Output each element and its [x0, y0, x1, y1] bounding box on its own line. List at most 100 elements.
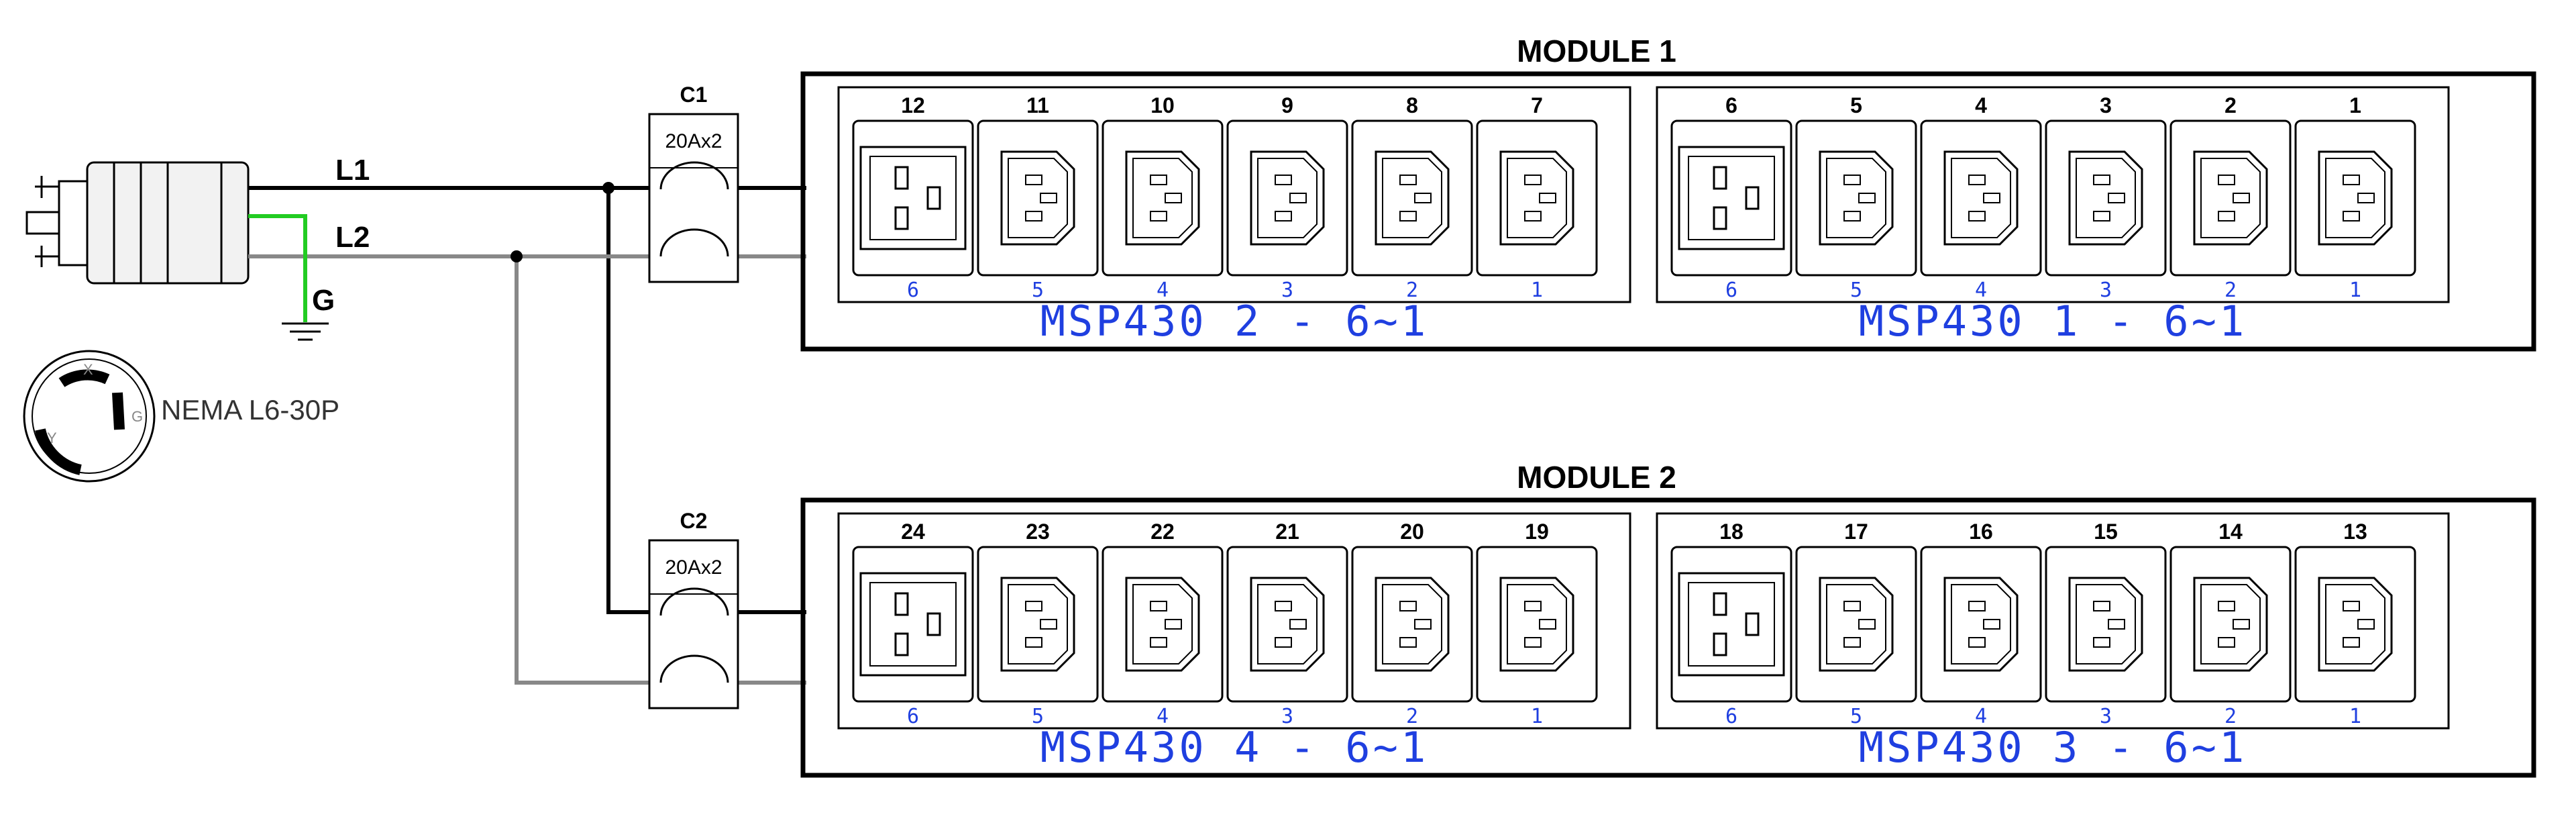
wiring	[248, 182, 806, 685]
outlet-index: 3	[1281, 279, 1293, 302]
circuit-breaker-icon: 20Ax2	[648, 539, 739, 709]
outlet-index: 6	[907, 279, 919, 302]
breaker-rating: 20Ax2	[665, 556, 722, 579]
module-frame	[800, 497, 2536, 778]
outlet-number: 24	[901, 520, 925, 544]
outlet-number: 1	[2349, 93, 2361, 117]
outlet-index: 2	[1406, 705, 1418, 728]
breaker-name: C1	[680, 83, 708, 107]
outlet-number: 21	[1275, 520, 1299, 544]
outlet-number: 20	[1400, 520, 1424, 544]
c13-outlet-icon	[1226, 119, 1348, 277]
outlet-number: 17	[1844, 520, 1868, 544]
c13-outlet-icon	[1476, 119, 1598, 277]
l1-branch-wire	[606, 188, 661, 614]
c13-outlet-icon	[2169, 546, 2292, 703]
c13-outlet-icon	[2294, 119, 2416, 277]
nema-l6-30p-plug-icon: X Y G	[23, 350, 156, 483]
c19-outlet-icon	[852, 119, 974, 277]
c13-outlet-icon	[1102, 546, 1224, 703]
c13-outlet-icon	[1920, 546, 2042, 703]
outlet-index: 2	[2224, 279, 2237, 302]
outlet-index: 2	[2224, 705, 2237, 728]
circuit-breaker-icon: 20Ax2	[648, 113, 739, 283]
outlet-number: 3	[2100, 93, 2112, 117]
outlet-index: 5	[1850, 705, 1862, 728]
c13-outlet-icon	[2045, 119, 2167, 277]
outlet-number: 23	[1026, 520, 1050, 544]
c19-outlet-icon	[1670, 546, 1792, 703]
outlet-index: 4	[1157, 279, 1169, 302]
outlet-number: 8	[1406, 93, 1418, 117]
c13-outlet-icon	[1795, 119, 1917, 277]
outlet-index: 6	[1725, 279, 1737, 302]
c13-outlet-icon	[1226, 546, 1348, 703]
outlet-number: 6	[1725, 93, 1737, 117]
c13-outlet-icon	[977, 119, 1099, 277]
module-title: MODULE 1	[1517, 34, 1676, 68]
outlet-index: 1	[2349, 705, 2361, 728]
outlet-index: 1	[1531, 705, 1543, 728]
plug-face-y: Y	[47, 430, 57, 446]
ground-symbol-icon	[282, 322, 329, 341]
outlet-index: 5	[1850, 279, 1862, 302]
c19-outlet-icon	[1670, 119, 1792, 277]
outlet-index: 4	[1157, 705, 1169, 728]
c13-outlet-icon	[1102, 119, 1224, 277]
outlet-index: 4	[1975, 279, 1987, 302]
outlet-number: 7	[1531, 93, 1543, 117]
outlet-number: 19	[1525, 520, 1549, 544]
c13-outlet-icon	[977, 546, 1099, 703]
outlet-number: 22	[1150, 520, 1175, 544]
bank-caption: MSP430 4 - 6~1	[1040, 723, 1429, 772]
plug-face-x: X	[83, 361, 93, 378]
c13-outlet-icon	[2169, 119, 2292, 277]
ground-label: G	[312, 284, 335, 317]
outlet-number: 13	[2343, 520, 2367, 544]
c13-outlet-icon	[1476, 546, 1598, 703]
outlet-index: 4	[1975, 705, 1987, 728]
outlet-index: 3	[2100, 705, 2112, 728]
outlet-number: 12	[901, 93, 925, 117]
l2-label: L2	[335, 221, 370, 254]
c13-outlet-icon	[2294, 546, 2416, 703]
bank-caption: MSP430 1 - 6~1	[1859, 297, 2247, 346]
breaker-rating: 20Ax2	[665, 130, 722, 152]
outlet-index: 3	[1281, 705, 1293, 728]
c13-outlet-icon	[2045, 546, 2167, 703]
module-frame	[800, 71, 2536, 352]
c13-outlet-icon	[1351, 119, 1473, 277]
l2-branch-wire	[515, 256, 661, 685]
c13-outlet-icon	[1920, 119, 2042, 277]
outlet-index: 1	[1531, 279, 1543, 302]
c19-outlet-icon	[852, 546, 974, 703]
outlet-number: 2	[2224, 93, 2237, 117]
breaker-name: C2	[680, 509, 708, 533]
outlet-number: 5	[1850, 93, 1862, 117]
outlet-number: 11	[1026, 93, 1049, 117]
outlet-index: 2	[1406, 279, 1418, 302]
bank-caption: MSP430 3 - 6~1	[1859, 723, 2247, 772]
outlet-index: 5	[1032, 705, 1044, 728]
outlet-index: 6	[907, 705, 919, 728]
outlet-number: 16	[1969, 520, 1993, 544]
outlet-index: 1	[2349, 279, 2361, 302]
ground-wire	[248, 214, 307, 322]
outlet-index: 6	[1725, 705, 1737, 728]
plug-type-label: NEMA L6-30P	[161, 394, 339, 426]
outlet-index: 3	[2100, 279, 2112, 302]
outlet-number: 15	[2094, 520, 2118, 544]
plug-side-icon	[25, 161, 250, 285]
module-title: MODULE 2	[1517, 460, 1676, 495]
c13-outlet-icon	[1795, 546, 1917, 703]
outlet-number: 9	[1281, 93, 1293, 117]
bank-caption: MSP430 2 - 6~1	[1040, 297, 1429, 346]
